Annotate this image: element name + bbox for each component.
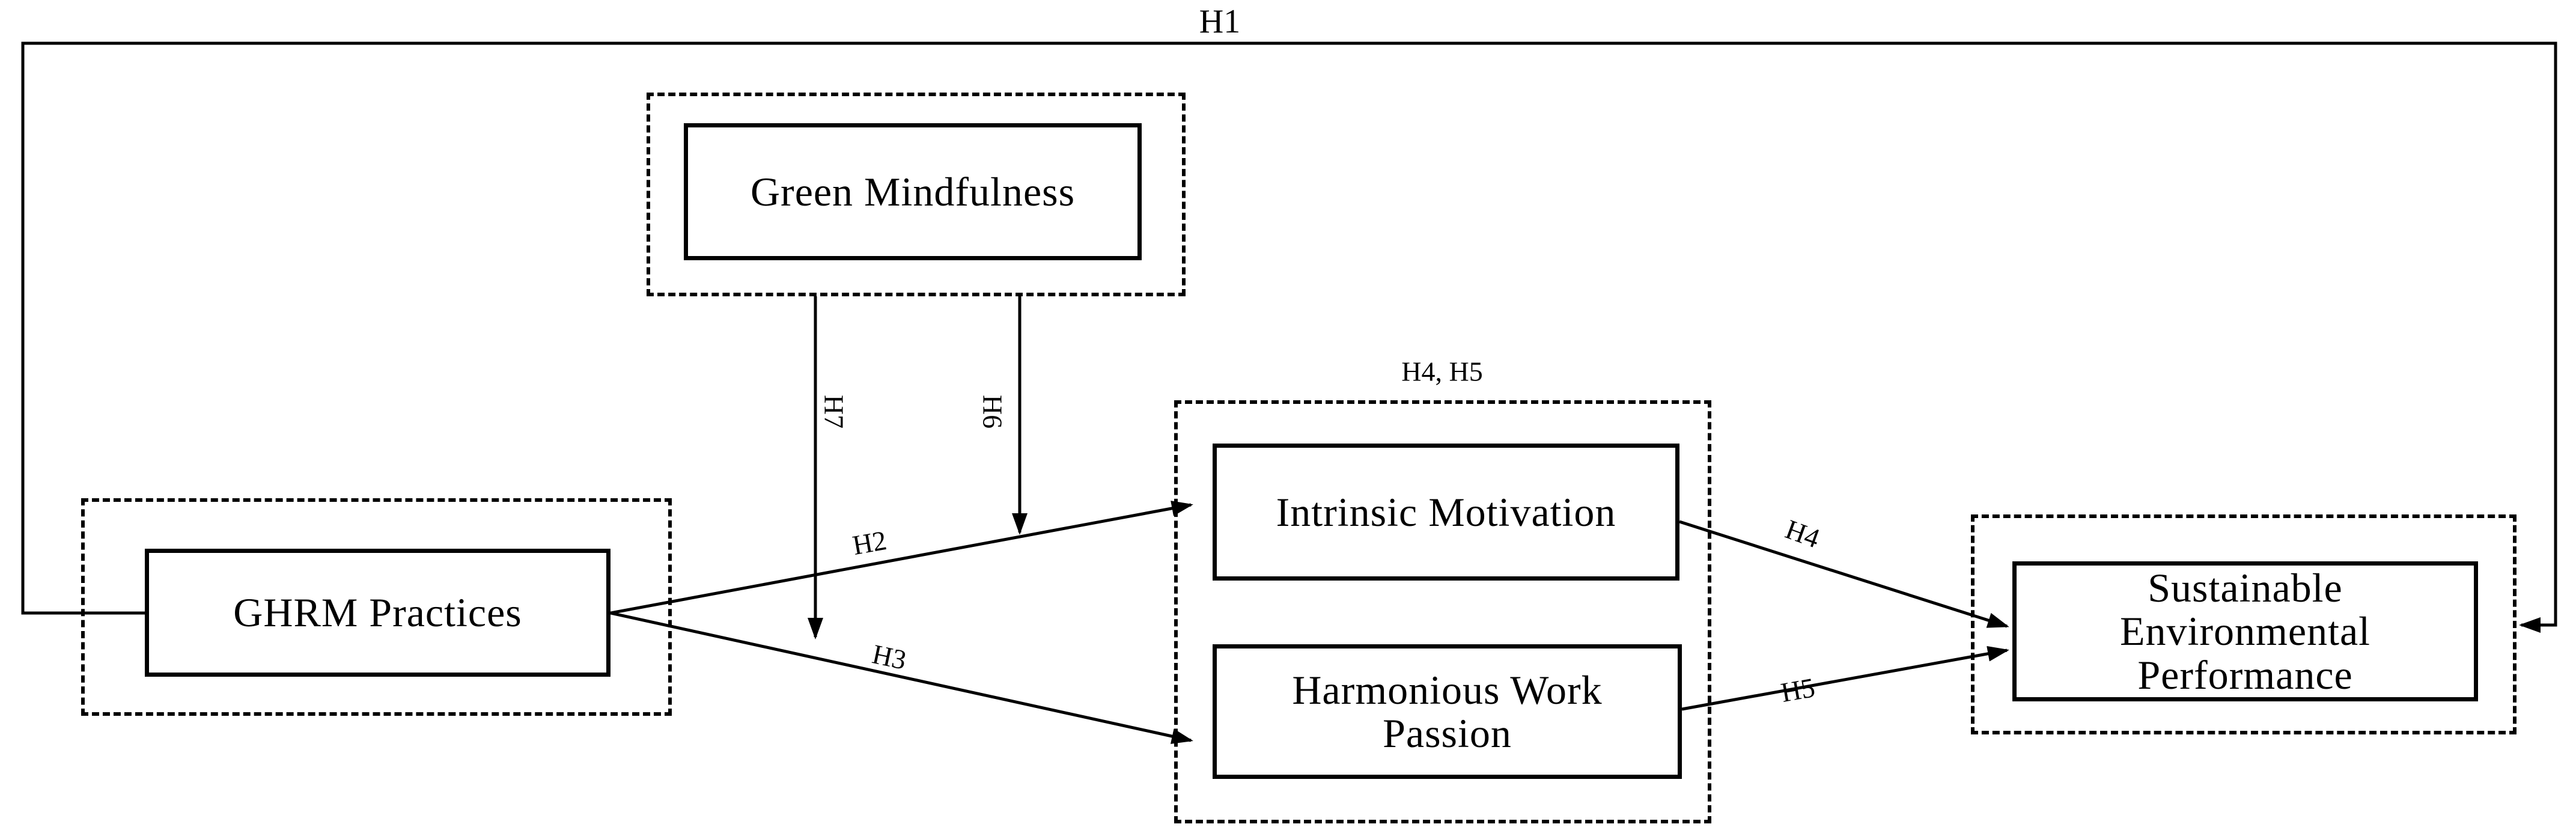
label-h5: H5 <box>1778 672 1818 708</box>
sustainable-environmental-performance-label: Sustainable Environmental Performance <box>2119 565 2371 698</box>
sep-outer-box <box>1971 514 2517 734</box>
ghrm-practices-label: GHRM Practices <box>233 590 522 636</box>
harmonious-work-passion-label: Harmonious Work Passion <box>1292 667 1603 756</box>
node-intrinsic-motivation: Intrinsic Motivation <box>1213 444 1679 581</box>
arrow-h3 <box>610 611 1193 744</box>
mediators-container-box <box>1174 400 1711 823</box>
label-h2: H2 <box>850 525 889 561</box>
label-h7: H7 <box>818 394 850 429</box>
green-mindfulness-label: Green Mindfulness <box>750 168 1076 215</box>
label-h1: H1 <box>1199 3 1241 40</box>
node-harmonious-work-passion: Harmonious Work Passion <box>1213 644 1682 779</box>
arrow-h5 <box>1681 645 2009 711</box>
ghrm-practices-outer-box <box>81 498 672 716</box>
green-mindfulness-outer-box <box>647 93 1186 296</box>
intrinsic-motivation-label: Intrinsic Motivation <box>1276 489 1616 535</box>
node-green-mindfulness: Green Mindfulness <box>684 123 1142 260</box>
arrow-h1 <box>21 41 2557 633</box>
arrow-h4 <box>1679 520 2009 628</box>
node-ghrm-practices: GHRM Practices <box>145 549 611 677</box>
label-h4-h5: H4, H5 <box>1401 356 1483 387</box>
label-h3: H3 <box>869 638 909 676</box>
node-sustainable-environmental-performance: Sustainable Environmental Performance <box>2012 561 2478 701</box>
label-h6: H6 <box>977 394 1008 429</box>
arrow-h2 <box>610 501 1193 615</box>
